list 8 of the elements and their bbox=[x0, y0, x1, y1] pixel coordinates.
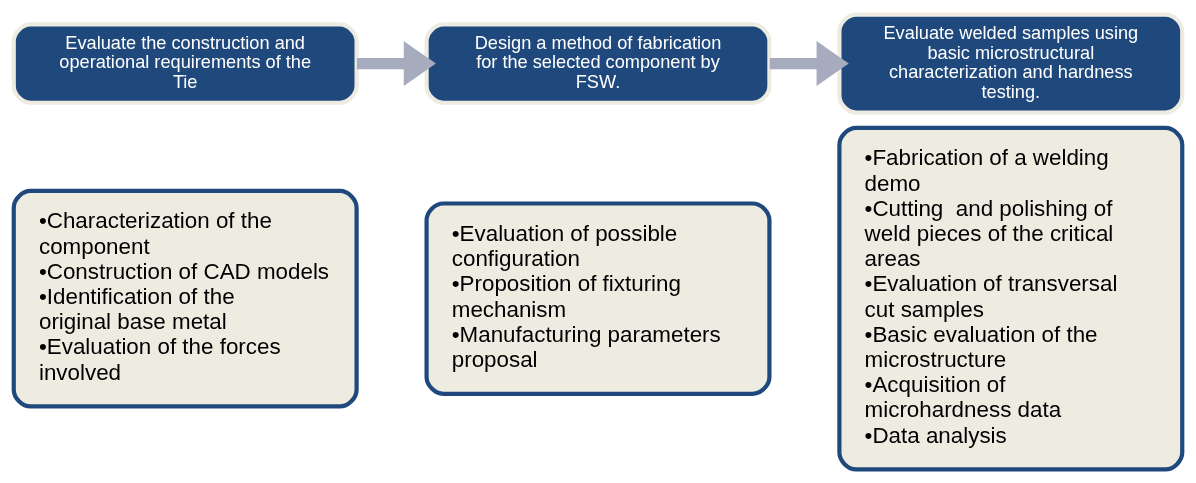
node-box: •Fabrication of a welding demo •Cutting and polishing of weld pieces of the critical areas •Evaluation of transversal cut samples •Basic evaluation of the microstructure •Acquisition of microhardness data •Data analysis bbox=[837, 125, 1185, 471]
node-box: Evaluate the construction and operational requirements of the Tie bbox=[11, 21, 359, 105]
node-box: Design a method of fabrication for the selected component by FSW. bbox=[424, 21, 772, 105]
node-box: Evaluate welded samples using basic microstructural characterization and hardness testing. bbox=[837, 12, 1185, 115]
arrow bbox=[356, 40, 436, 86]
arrow bbox=[769, 40, 849, 86]
node-box: •Characterization of the component •Construction of CAD models •Identification of the original base metal •Evaluation of the forces involved bbox=[11, 188, 359, 409]
node-box: •Evaluation of possible configuration •Proposition of fixturing mechanism •Manufacturing parameters proposal bbox=[424, 200, 772, 396]
